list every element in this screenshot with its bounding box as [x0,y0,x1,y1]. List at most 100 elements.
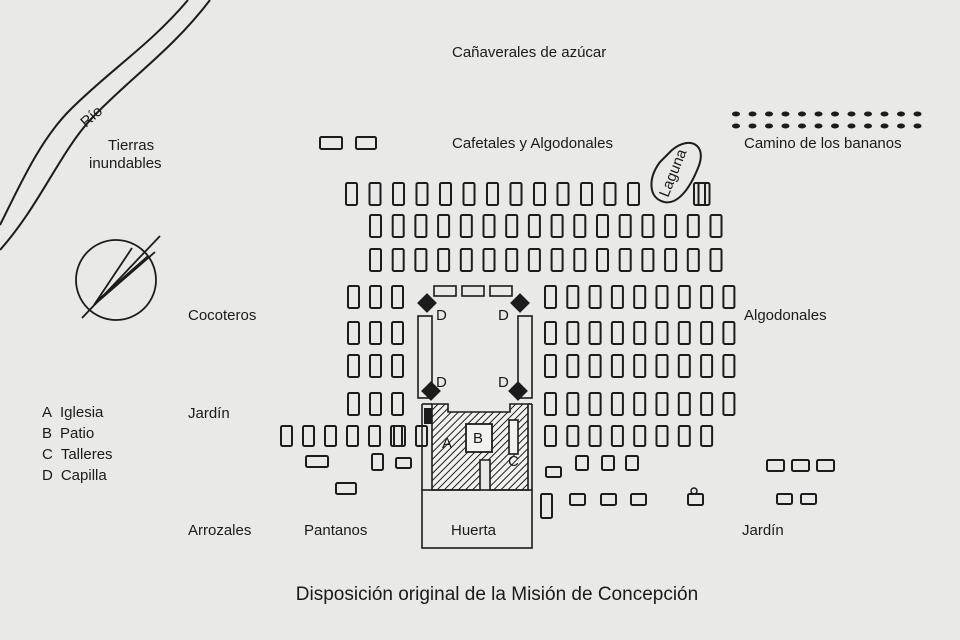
dwelling-plot [722,321,736,345]
dwelling-plot [677,392,691,416]
dwelling-plot [641,248,655,272]
dwelling-plot [722,392,736,416]
dwelling-plot [391,285,404,309]
dwelling-plot [655,285,669,309]
compass-rose-icon [75,235,161,321]
building-letter-d: D [498,374,509,391]
dwelling-plot [791,459,810,472]
dwelling-plot [527,214,541,238]
dwelling-plot [566,354,580,378]
label-arrozales: Arrozales [188,522,251,539]
dwelling-plot [482,214,496,238]
dwelling-plot [687,493,704,506]
label-cocoteros: Cocoteros [188,307,256,324]
dwelling-plot [633,321,647,345]
dwelling-plot [505,214,519,238]
dwelling-plot [633,354,647,378]
dwelling-plot [509,182,523,206]
dwelling-plot [709,214,723,238]
dwelling-plot [610,354,624,378]
dwelling-plot [368,425,381,447]
legend-key: C [42,446,53,463]
dwelling-plot [627,182,640,206]
dwelling-plot [588,392,602,416]
dwelling-plot [369,321,382,345]
dwelling-plot [369,214,382,238]
dwelling-plot [633,392,647,416]
dwelling-plot [566,321,580,345]
dwelling-plot [280,425,293,447]
building-letter-d: D [498,307,509,324]
dwelling-plot [693,182,706,206]
dwelling-plot [459,248,473,272]
dwelling-plot [347,354,360,378]
building-letter-d: D [436,374,447,391]
banana-path-dots [732,111,922,129]
dwelling-plot [391,321,404,345]
label-tierras-2: inundables [89,155,162,172]
dwelling-plot [505,248,519,272]
dwelling-plot [664,214,678,238]
dwelling-plot [302,425,315,447]
dwelling-plot [641,214,655,238]
dwelling-plot [610,425,624,447]
label-jardin-right: Jardín [742,522,784,539]
dwelling-plot [566,392,580,416]
dwelling-plot [610,321,624,345]
dwelling-plot [545,466,562,478]
dwelling-plot [392,182,405,206]
dwelling-plot [610,285,624,309]
building-letter-d: D [436,307,447,324]
label-cafetales: Cafetales y Algodonales [452,135,613,152]
dwelling-plot [346,425,359,447]
legend-key: A [42,404,52,421]
dwelling-plot [588,354,602,378]
dwelling-plot [596,214,609,238]
dwelling-plot [391,392,404,416]
label-camino: Camino de los bananos [744,135,902,152]
dwelling-plot [776,493,793,505]
plaza-side-building-left [417,315,433,399]
dwelling-plot [655,425,669,447]
dwelling-plot [633,425,647,447]
dwelling-plot [439,182,452,206]
dwelling-plot [633,285,647,309]
dwelling-plot [766,459,785,472]
dwelling-plot [395,457,412,469]
building-letter-c: C [508,453,519,470]
legend-name: Iglesia [60,404,104,421]
chapels [417,293,530,401]
dwelling-plot [459,214,473,238]
dwelling-plot [347,285,360,309]
chapel-icon [421,381,441,401]
dwelling-plot [319,136,343,150]
dwelling-plot [566,285,580,309]
dwelling-plot [390,425,403,447]
dwelling-plot [722,285,736,309]
legend-name: Capilla [61,467,108,484]
label-tierras-1: Tierras [108,137,154,154]
dwelling-plot [324,425,337,447]
dwelling-plot [544,392,557,416]
legend-key: B [42,425,52,442]
dwelling-plot [486,182,499,206]
huerta-enclosure [421,489,533,549]
dwelling-plot [544,354,557,378]
dwelling-plot [816,459,835,472]
label-huerta: Huerta [451,522,497,539]
dwelling-plot [677,321,691,345]
dwelling-plot [588,425,602,447]
dwelling-plot [686,214,700,238]
dwelling-plot [347,321,360,345]
dwelling-plot [415,182,429,206]
label-jardin-left: Jardín [188,405,230,422]
building-letter-a: A [442,435,452,452]
dwelling-plot [630,493,647,506]
dwelling-plot [556,182,570,206]
dwelling-plot [588,321,602,345]
